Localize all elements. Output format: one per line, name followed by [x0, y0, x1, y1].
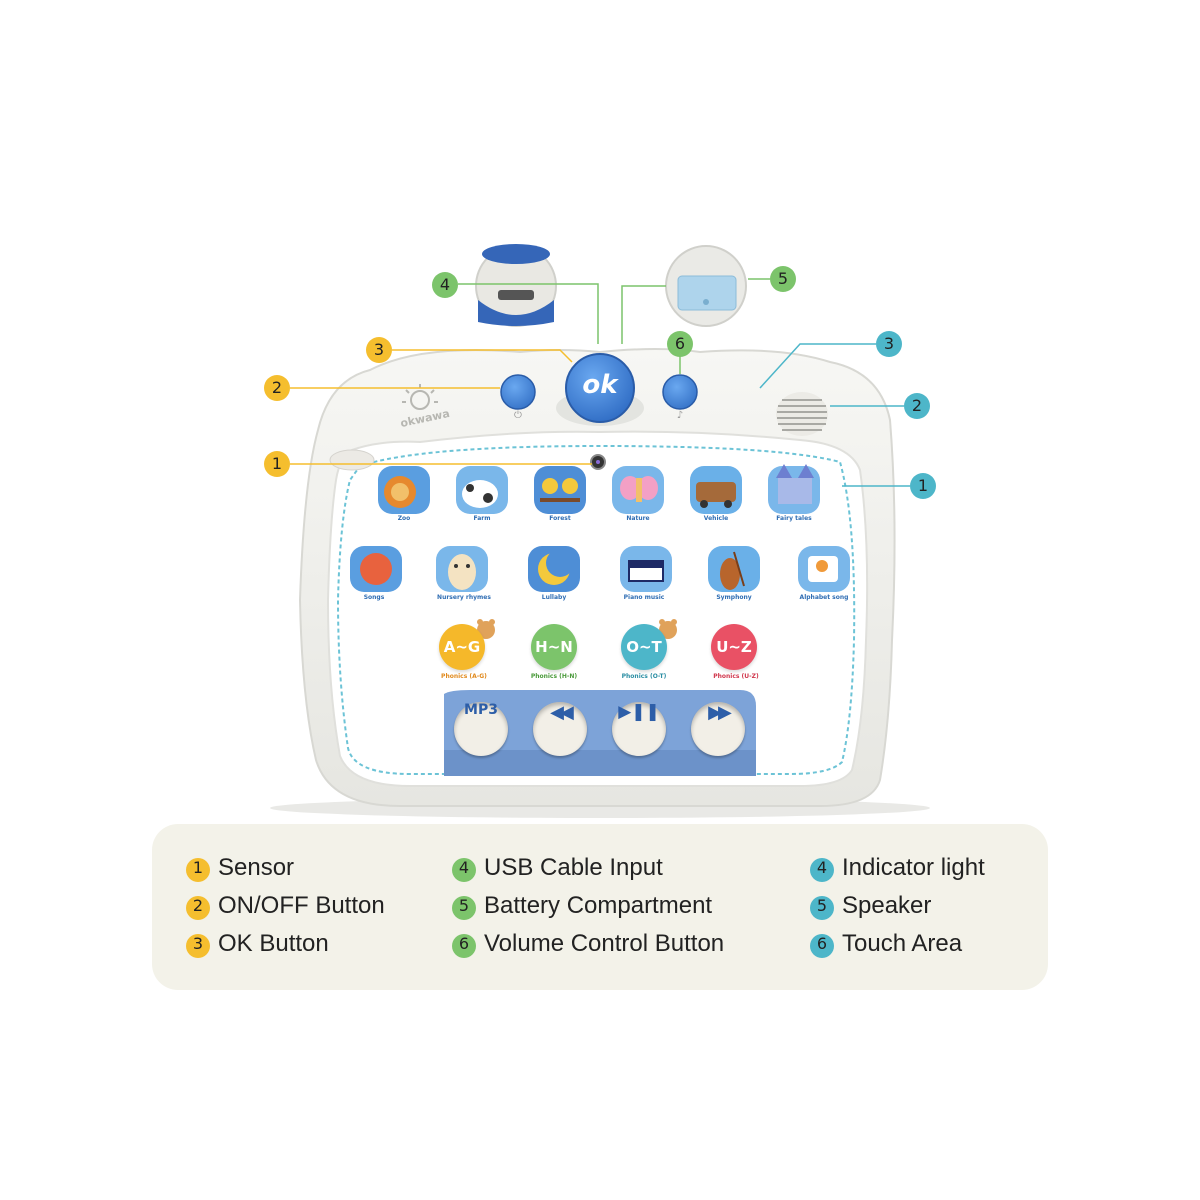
previous-track-button[interactable]: ◀◀ [533, 702, 587, 756]
callout-6-volume: 6 [667, 331, 693, 357]
phonics-button-h-n[interactable]: H~N [531, 624, 577, 670]
tile-label-vehicle[interactable]: Vehicle [703, 515, 729, 522]
tile-label-symphony[interactable]: Symphony [716, 594, 752, 601]
tile-label-fairy-tales[interactable]: Fairy tales [776, 515, 812, 522]
callout-3-right: 3 [876, 331, 902, 357]
volume-button [662, 374, 698, 410]
svg-text:⏻: ⏻ [514, 410, 522, 421]
phonics-button-a-g[interactable]: A~G [439, 624, 485, 670]
mp3-button[interactable]: MP3 [454, 702, 508, 756]
phonics-label-o-t: Phonics (O-T) [621, 673, 667, 680]
usb-zoom-view [475, 244, 557, 327]
phonics-label-h-n: Phonics (H-N) [530, 673, 578, 680]
speaker-grille [776, 392, 828, 436]
tile-label-songs[interactable]: Songs [363, 594, 385, 601]
previous-track-icon: ◀◀ [550, 702, 574, 723]
tile-icons-row1 [378, 464, 820, 514]
ok-button [565, 353, 635, 423]
tile-label-lullaby[interactable]: Lullaby [541, 594, 567, 601]
battery-zoom-view [665, 245, 747, 327]
next-track-button[interactable]: ▶▶ [691, 702, 745, 756]
callout-1-left: 1 [264, 451, 290, 477]
callout-1-right: 1 [910, 473, 936, 499]
callout-2-left: 2 [264, 375, 290, 401]
leader-lines [290, 278, 910, 487]
tile-icons-row2 [350, 546, 850, 592]
svg-text:♪: ♪ [677, 410, 683, 421]
power-button [500, 374, 536, 410]
phonics-label-u-z: Phonics (U-Z) [713, 673, 759, 680]
side-notch [329, 449, 375, 471]
tile-label-forest[interactable]: Forest [549, 515, 571, 522]
callout-3-left: 3 [366, 337, 392, 363]
callout-2-right: 2 [904, 393, 930, 419]
next-track-icon: ▶▶ [708, 702, 732, 723]
phonics-label-a-g: Phonics (A-G) [441, 673, 487, 680]
tile-label-piano-music[interactable]: Piano music [623, 594, 665, 601]
touch-area-outline [336, 444, 856, 775]
bear-decorations [477, 619, 677, 639]
play-pause-button[interactable]: ▶❚❚ [612, 702, 666, 756]
callout-5-top: 5 [770, 266, 796, 292]
ok-button-label: ok [582, 370, 618, 400]
tile-label-nursery-rhymes[interactable]: Nursery rhymes [437, 594, 491, 601]
tile-label-farm[interactable]: Farm [473, 515, 491, 522]
phonics-button-o-t[interactable]: O~T [621, 624, 667, 670]
tile-label-zoo[interactable]: Zoo [397, 515, 411, 522]
tile-label-nature[interactable]: Nature [626, 515, 650, 522]
device-illustration: ⏻ ♪ [270, 244, 930, 818]
play-pause-icon: ▶❚❚ [618, 702, 660, 722]
phonics-button-u-z[interactable]: U~Z [711, 624, 757, 670]
tile-label-alphabet-song[interactable]: Alphabet song [799, 594, 849, 601]
callout-4-top: 4 [432, 272, 458, 298]
